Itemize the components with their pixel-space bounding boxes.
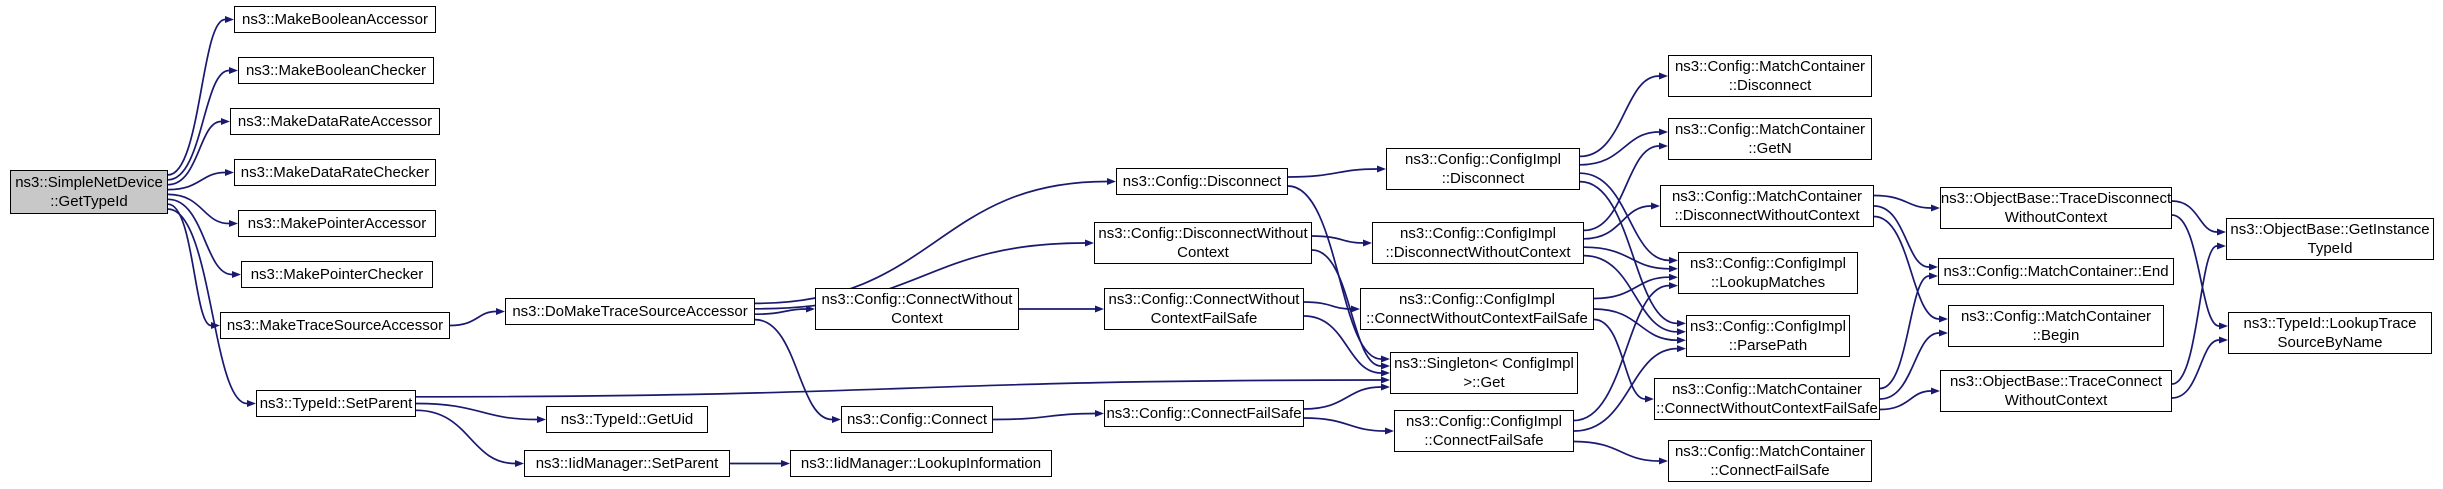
node-make-boolean-accessor[interactable]: ns3::MakeBooleanAccessor bbox=[234, 6, 436, 33]
node-objectbase-trace-disconnect-without-context[interactable]: ns3::ObjectBase::TraceDisconnect Without… bbox=[1940, 187, 2172, 229]
node-configimpl-disconnect-without-context[interactable]: ns3::Config::ConfigImpl ::DisconnectWith… bbox=[1372, 222, 1584, 264]
node-configimpl-connect-failsafe[interactable]: ns3::Config::ConfigImpl ::ConnectFailSaf… bbox=[1394, 410, 1574, 452]
node-matchcontainer-getn[interactable]: ns3::Config::MatchContainer ::GetN bbox=[1668, 118, 1872, 160]
node-config-disconnect-without-context[interactable]: ns3::Config::DisconnectWithout Context bbox=[1094, 222, 1312, 264]
node-typeid-lookup-trace-source-by-name[interactable]: ns3::TypeId::LookupTrace SourceByName bbox=[2228, 312, 2432, 354]
node-typeid-setparent[interactable]: ns3::TypeId::SetParent bbox=[256, 390, 416, 417]
node-iidmanager-lookup-information[interactable]: ns3::IidManager::LookupInformation bbox=[790, 450, 1052, 477]
node-matchcontainer-disconnect[interactable]: ns3::Config::MatchContainer ::Disconnect bbox=[1668, 55, 1872, 97]
node-make-boolean-checker[interactable]: ns3::MakeBooleanChecker bbox=[238, 57, 434, 84]
node-matchcontainer-begin[interactable]: ns3::Config::MatchContainer ::Begin bbox=[1948, 305, 2164, 347]
node-make-datarate-accessor[interactable]: ns3::MakeDataRateAccessor bbox=[230, 108, 440, 135]
node-objectbase-get-instance-typeid[interactable]: ns3::ObjectBase::GetInstance TypeId bbox=[2226, 218, 2434, 260]
node-config-connect-without-context[interactable]: ns3::Config::ConnectWithout Context bbox=[815, 288, 1019, 330]
node-objectbase-trace-connect-without-context[interactable]: ns3::ObjectBase::TraceConnect WithoutCon… bbox=[1940, 370, 2172, 412]
node-make-pointer-accessor[interactable]: ns3::MakePointerAccessor bbox=[238, 210, 436, 237]
node-configimpl-parse-path[interactable]: ns3::Config::ConfigImpl ::ParsePath bbox=[1686, 315, 1850, 357]
node-matchcontainer-connect-without-context-failsafe[interactable]: ns3::Config::MatchContainer ::ConnectWit… bbox=[1654, 378, 1880, 420]
node-make-pointer-checker[interactable]: ns3::MakePointerChecker bbox=[241, 261, 433, 288]
node-iidmanager-setparent[interactable]: ns3::IidManager::SetParent bbox=[524, 450, 730, 477]
node-singleton-configimpl-get[interactable]: ns3::Singleton< ConfigImpl >::Get bbox=[1390, 352, 1578, 394]
node-config-connect[interactable]: ns3::Config::Connect bbox=[841, 406, 993, 433]
node-matchcontainer-disconnect-without-context[interactable]: ns3::Config::MatchContainer ::Disconnect… bbox=[1660, 185, 1874, 227]
node-configimpl-connect-without-context-failsafe[interactable]: ns3::Config::ConfigImpl ::ConnectWithout… bbox=[1360, 288, 1594, 330]
node-make-datarate-checker[interactable]: ns3::MakeDataRateChecker bbox=[234, 159, 436, 186]
node-make-trace-source-accessor[interactable]: ns3::MakeTraceSourceAccessor bbox=[220, 312, 450, 339]
node-configimpl-disconnect[interactable]: ns3::Config::ConfigImpl ::Disconnect bbox=[1386, 148, 1580, 190]
node-simplenetdevice-gettypeid[interactable]: ns3::SimpleNetDevice ::GetTypeId bbox=[10, 170, 168, 214]
node-typeid-getuid[interactable]: ns3::TypeId::GetUid bbox=[546, 406, 708, 433]
node-matchcontainer-connect-failsafe[interactable]: ns3::Config::MatchContainer ::ConnectFai… bbox=[1668, 440, 1872, 482]
node-config-disconnect[interactable]: ns3::Config::Disconnect bbox=[1116, 168, 1288, 195]
node-config-connect-without-context-failsafe[interactable]: ns3::Config::ConnectWithout ContextFailS… bbox=[1104, 288, 1304, 330]
node-config-connect-failsafe[interactable]: ns3::Config::ConnectFailSafe bbox=[1104, 400, 1304, 427]
node-do-make-trace-source-accessor[interactable]: ns3::DoMakeTraceSourceAccessor bbox=[505, 298, 755, 325]
node-matchcontainer-end[interactable]: ns3::Config::MatchContainer::End bbox=[1938, 258, 2174, 285]
node-configimpl-lookup-matches[interactable]: ns3::Config::ConfigImpl ::LookupMatches bbox=[1678, 252, 1858, 294]
